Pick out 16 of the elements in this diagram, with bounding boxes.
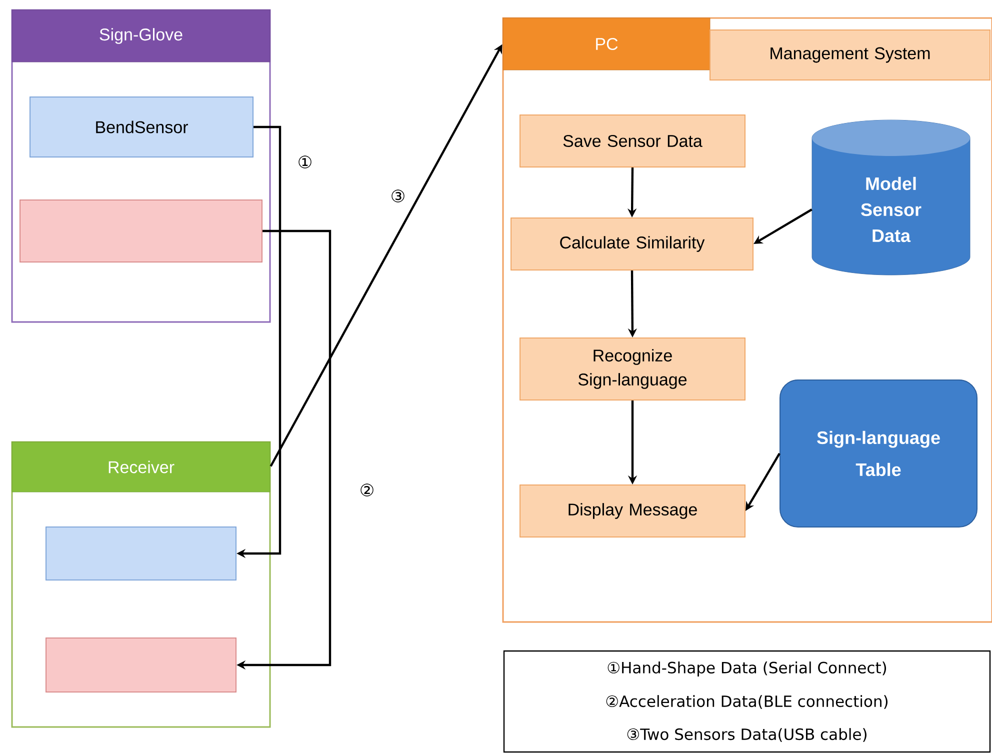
edge-label: ① — [296, 154, 314, 170]
table-box: Sign-language Table — [780, 380, 978, 528]
process-box — [20, 200, 262, 262]
legend-box: ①Hand-Shape Data (Serial Connect) ②Acceleration Data(BLE connection) ③Two Sensors Data(USB cable) — [503, 650, 991, 753]
edge-label: ② — [358, 482, 376, 498]
group-panel: Receiver — [11, 441, 271, 728]
database-cylinder: Model Sensor Data — [812, 120, 970, 276]
process-box: Calculate Similarity — [510, 218, 754, 270]
process-box — [46, 526, 236, 580]
process-box: Display Message — [520, 484, 746, 538]
process-box — [46, 638, 236, 692]
process-box: Recognize Sign-language — [520, 338, 746, 400]
edge-label: ③ — [389, 188, 407, 204]
process-box: BendSensor — [30, 96, 254, 158]
process-box: Management System — [710, 30, 990, 80]
process-box: Save Sensor Data — [520, 114, 746, 168]
